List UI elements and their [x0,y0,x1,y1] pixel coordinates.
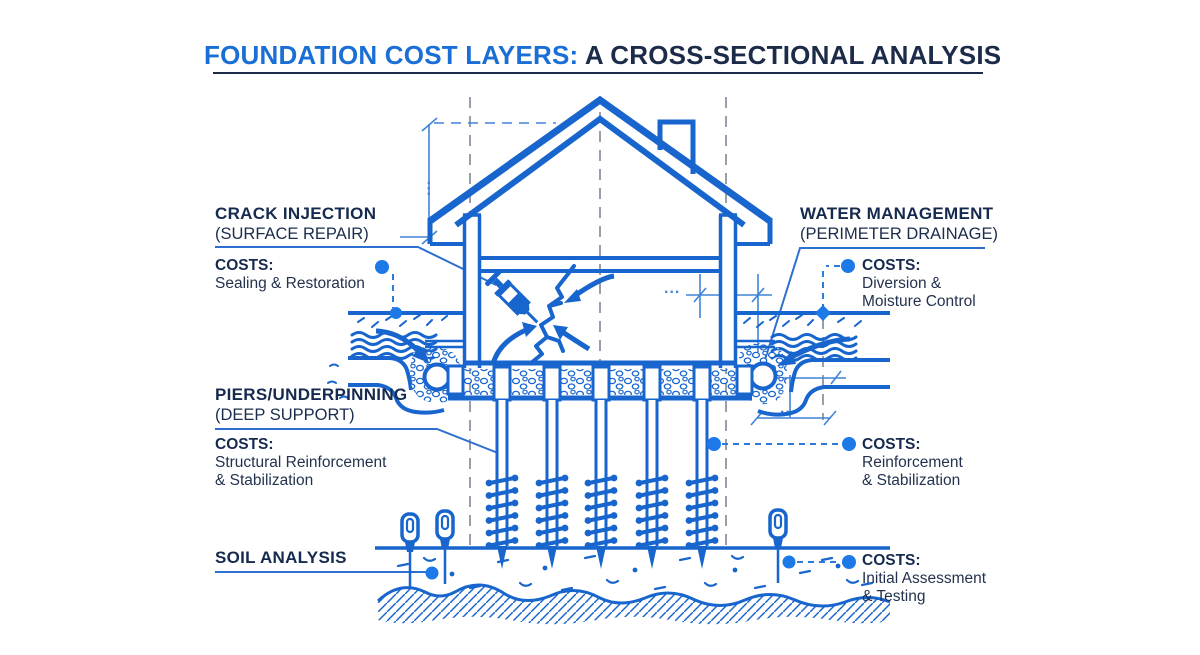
syringe-icon [485,270,539,324]
costs-detail: Structural Reinforcement [215,454,387,471]
costs-detail: Initial Assessment [862,570,987,587]
crack-injection-costs: COSTS: Sealing & Restoration [215,257,365,293]
roof [427,95,773,246]
costs-detail: & Testing [862,587,926,605]
piers-heading: PIERS/UNDERPINNING [215,385,408,404]
flow-arrow-icon [564,273,615,303]
water-management-costs: COSTS: Diversion & Moisture Control [862,257,976,310]
connector-dot [842,437,856,451]
crack-injection-heading: CRACK INJECTION [215,204,377,223]
connector-dot [782,555,796,569]
connector-dot [425,566,439,580]
crack-icon [529,264,576,365]
soil-debris-arcs [422,554,860,587]
connector-dot [375,260,389,274]
bedrock-top-line [376,583,891,608]
flow-arrow-icon [490,322,537,365]
title-underline [213,72,983,74]
costs-detail: Diversion & [862,275,942,292]
costs-label: COSTS: [862,257,921,274]
water-management-label: WATER MANAGEMENT (PERIMETER DRAINAGE) [800,204,998,244]
left-wall [463,215,481,368]
footing-top-lines [425,339,775,349]
connector-dot [842,555,856,569]
flow-arrow-icon [553,325,591,352]
floor-lines [481,256,719,273]
drain-channels [348,356,890,417]
page-title-rest: A CROSS-SECTIONAL ANALYSIS [578,40,1002,70]
footing-wing-left [446,364,465,396]
costs-detail: Sealing & Restoration [215,275,365,292]
piers-underpinning-label: PIERS/UNDERPINNING (DEEP SUPPORT) [215,385,407,425]
soil-probe-icon [400,512,420,589]
costs-detail: & Stabilization [862,471,961,489]
flow-arrow-icon [375,328,429,363]
flow-arrow-icon [777,336,851,366]
water-management-sub: (PERIMETER DRAINAGE) [800,225,999,243]
connector-dot [390,307,402,319]
soil-analysis-heading: SOIL ANALYSIS [215,548,347,567]
page-title-highlight: FOUNDATION COST LAYERS: [204,40,579,70]
dimension-text-wall-height: ... [417,180,434,196]
connector-dot [707,437,721,451]
rain-ticks-icon [357,314,862,328]
crack-injection-sub: (SURFACE REPAIR) [215,225,369,243]
piers-sub: (DEEP SUPPORT) [215,406,355,424]
soil-debris-dots [449,563,841,577]
soil-analysis-label: SOIL ANALYSIS [215,548,347,568]
connector-dots [375,259,856,580]
right-wall [719,215,737,368]
crack-injection-label: CRACK INJECTION (SURFACE REPAIR) [215,204,376,244]
chimney-outline [657,119,696,174]
water-management-heading: WATER MANAGEMENT [800,204,994,223]
costs-label: COSTS: [862,436,921,453]
dimension-text-interior-span: ... [664,280,680,297]
piers-costs-right: COSTS: Reinforcement & Stabilization [862,436,963,489]
costs-detail: Reinforcement [862,454,963,471]
soil-tilde-marks [327,363,349,399]
crack-repair-scene [485,264,615,365]
costs-label: COSTS: [862,552,921,569]
drain-pipe-icon [748,361,778,391]
construction-dashed-lines [469,97,824,548]
drain-pipe-icon [422,362,452,392]
soil-costs-right: COSTS: Initial Assessment & Testing [862,552,986,605]
connector-dashed-lines [392,265,840,563]
label-leader-lines [215,246,985,573]
costs-label: COSTS: [215,257,274,274]
soil-zone [375,508,891,625]
piers-costs-left: COSTS: Structural Reinforcement & Stabil… [215,436,386,489]
costs-label: COSTS: [215,436,274,453]
ground-diamond-marker [815,305,831,321]
footing-wing-right [735,364,754,396]
page-title: FOUNDATION COST LAYERS: A CROSS-SECTIONA… [204,40,1001,71]
connector-dot [841,259,855,273]
costs-detail: Moisture Control [862,292,976,310]
costs-detail: & Stabilization [215,471,314,489]
